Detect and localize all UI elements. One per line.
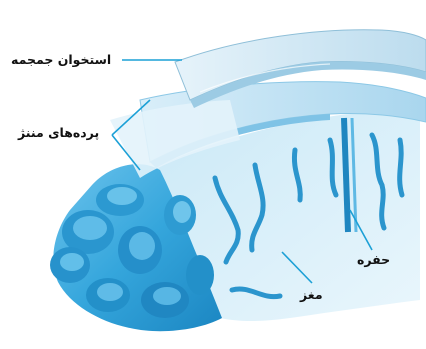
skull-label: استخوان جمجمه — [11, 52, 111, 67]
meninges-label: پرده‌های مننژ — [18, 125, 99, 140]
brain-label: مغز — [300, 287, 323, 302]
fissure-label: حفره — [357, 252, 390, 267]
fissure-groove — [344, 118, 348, 232]
